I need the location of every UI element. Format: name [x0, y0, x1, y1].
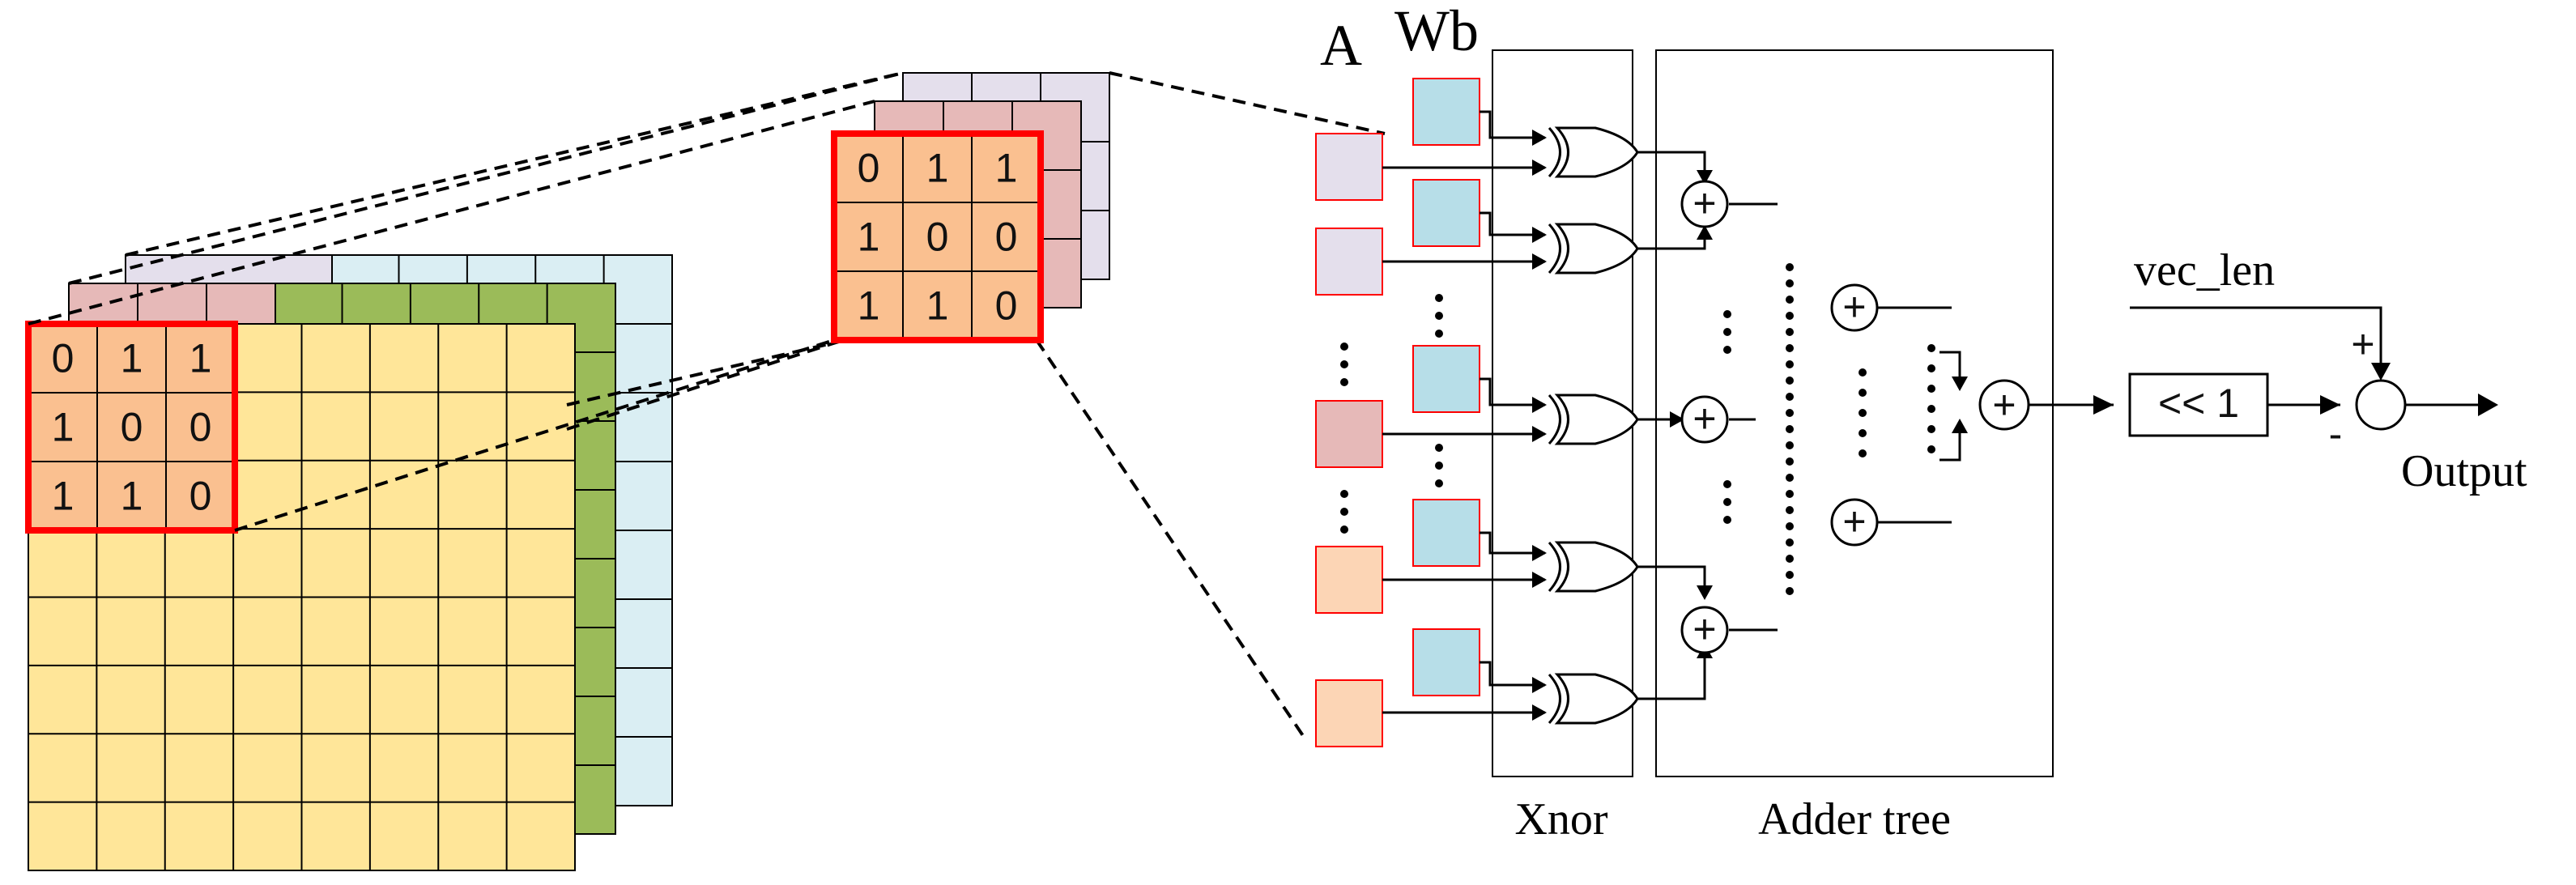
xnor-gate-2 [1548, 223, 1639, 274]
kernel-zoom-cell-2-0: 1 [858, 283, 880, 329]
adder-tree-block [1655, 49, 2054, 777]
a-label: A [1320, 13, 1362, 78]
kernel-left-cell-2-1: 1 [121, 474, 143, 519]
adder-wiring [1637, 151, 2486, 700]
kernel-left-cell-0-0: 0 [52, 336, 75, 381]
adder-final: + [1978, 379, 2030, 431]
kernel-window-left: 0 1 1 1 0 0 1 1 0 [25, 321, 238, 534]
minus-sign: - [2329, 411, 2343, 457]
kernel-zoom-cell-0-2: 1 [995, 146, 1018, 191]
adder-4: + [1830, 283, 1879, 332]
adder-1: + [1680, 180, 1729, 228]
output-label: Output [2401, 446, 2527, 496]
kernel-left-cell-1-2: 0 [189, 405, 212, 450]
wb-input-boxes [1412, 78, 1480, 696]
xnor-gate-5 [1548, 673, 1639, 725]
xnor-gate-3 [1548, 394, 1639, 445]
svg-text:+: + [1692, 606, 1716, 652]
adder-5: + [1830, 498, 1879, 547]
kernel-left-cell-1-0: 1 [52, 405, 75, 450]
svg-text:+: + [1842, 284, 1866, 330]
xnor-wiring [1382, 110, 1545, 714]
wb-label: Wb [1394, 0, 1479, 63]
kernel-zoom-cell-1-2: 0 [995, 215, 1018, 260]
feature-layer-purple [125, 254, 333, 284]
kernel-left-cell-1-1: 0 [121, 405, 143, 450]
kernel-zoom-cell-2-2: 0 [995, 283, 1018, 329]
adder-ellipsis-column [1786, 263, 1794, 595]
kernel-zoom-cell-0-1: 1 [926, 146, 949, 191]
xnor-input-arrows [1532, 130, 1547, 721]
a-input-boxes [1315, 133, 1383, 747]
xnor-gate-4 [1548, 541, 1639, 593]
adder-2: + [1680, 395, 1729, 444]
vec-len-label: vec_len [2134, 245, 2275, 296]
adder-tree-label: Adder tree [1758, 794, 1951, 845]
feature-layer-pink [68, 283, 276, 325]
svg-text:+: + [1842, 499, 1866, 544]
kernel-left-cell-0-2: 1 [189, 336, 212, 381]
adder-3: + [1680, 606, 1729, 654]
kernel-left-cell-2-2: 0 [189, 474, 212, 519]
ellipsis-dots [1340, 294, 1935, 534]
kernel-zoom-cell-1-0: 1 [858, 215, 880, 260]
kernel-left-cell-2-0: 1 [52, 474, 75, 519]
kernel-zoom-cell-1-1: 0 [926, 215, 949, 260]
kernel-zoom-cell-0-0: 0 [858, 146, 880, 191]
adder-arrows [1670, 170, 2498, 658]
kernel-zoom-cell-2-1: 1 [926, 283, 949, 329]
xnor-label: Xnor [1514, 794, 1607, 845]
shift-block: << 1 [2128, 372, 2269, 437]
xnor-gate-1 [1548, 126, 1639, 178]
shift-label: << 1 [2158, 381, 2239, 426]
svg-text:+: + [1692, 396, 1716, 441]
kernel-left-cell-0-1: 1 [121, 336, 143, 381]
svg-text:+: + [1692, 181, 1716, 226]
plus-sign: + [2351, 321, 2374, 367]
subtractor: + - [2329, 321, 2407, 457]
svg-text:+: + [1992, 382, 2016, 428]
